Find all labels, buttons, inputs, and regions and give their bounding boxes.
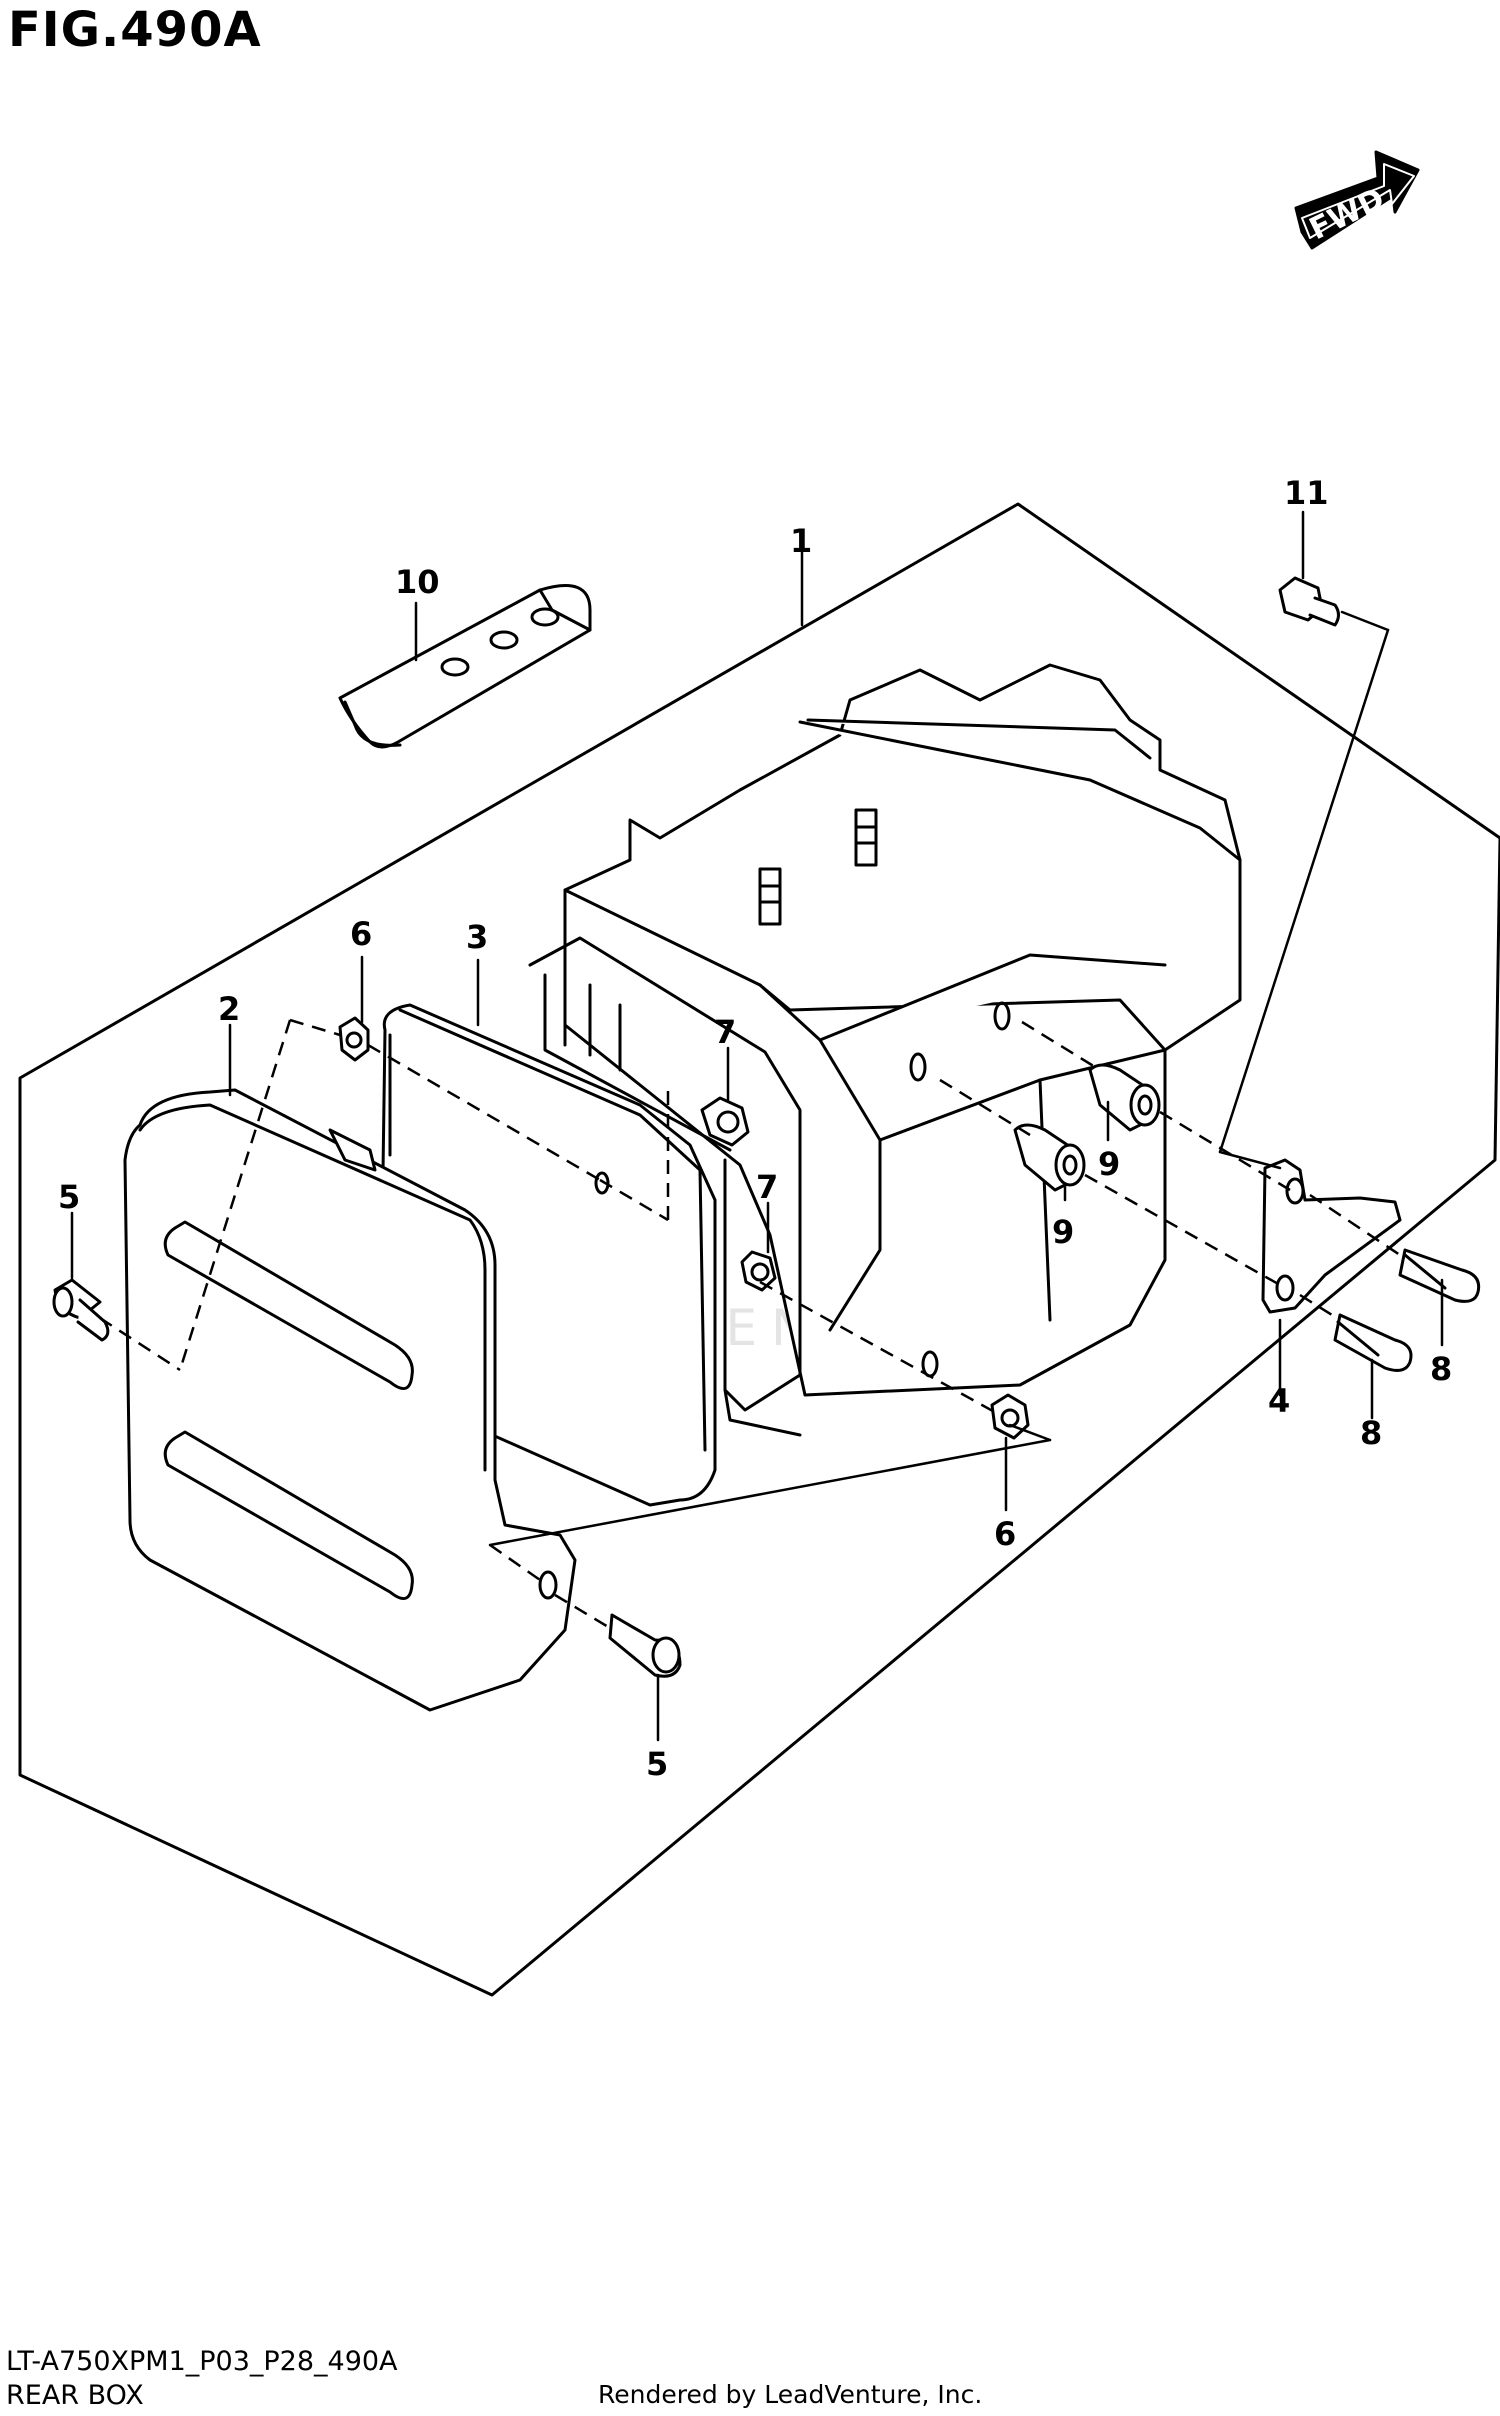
label-part-5-bottom: 5 xyxy=(646,1745,668,1783)
label-part-6-top: 6 xyxy=(350,915,372,953)
label-part-9-left: 9 xyxy=(1052,1213,1074,1251)
label-part-8-bottom: 8 xyxy=(1360,1414,1382,1452)
label-part-7-mid: 7 xyxy=(756,1168,778,1206)
label-part-4: 4 xyxy=(1268,1382,1290,1420)
fwd-arrow-icon: FWD xyxy=(1294,150,1420,250)
label-part-10: 10 xyxy=(395,563,440,601)
label-part-1: 1 xyxy=(790,522,812,560)
label-part-7-top: 7 xyxy=(714,1013,736,1051)
part-6-washers xyxy=(338,1016,1030,1440)
rear-box-body xyxy=(563,663,1242,1397)
part-5-screws xyxy=(52,1278,682,1678)
label-part-5-left: 5 xyxy=(58,1178,80,1216)
part-7-nuts xyxy=(700,1096,777,1292)
label-part-8-right: 8 xyxy=(1430,1350,1452,1388)
label-part-9-right: 9 xyxy=(1098,1145,1120,1183)
assembly-outline xyxy=(18,502,1500,1997)
label-part-6-bottom: 6 xyxy=(994,1515,1016,1553)
part-4-bracket xyxy=(1261,1158,1402,1314)
part-8-screws xyxy=(1333,1248,1481,1372)
render-credit: Rendered by LeadVenture, Inc. xyxy=(598,2380,983,2409)
label-part-3: 3 xyxy=(466,918,488,956)
diagram-code: LT-A750XPM1_P03_P28_490A xyxy=(6,2346,398,2377)
part-10-bracket xyxy=(338,584,592,749)
label-part-11: 11 xyxy=(1284,474,1329,512)
part-2-cover xyxy=(123,1088,577,1712)
figure-title: FIG.490A xyxy=(8,2,262,58)
label-part-2: 2 xyxy=(218,990,240,1028)
part-9-grommets xyxy=(1013,1063,1161,1192)
part-11-bolt xyxy=(1278,576,1340,627)
diagram-name: REAR BOX xyxy=(6,2380,144,2411)
box-tabs xyxy=(758,808,878,926)
